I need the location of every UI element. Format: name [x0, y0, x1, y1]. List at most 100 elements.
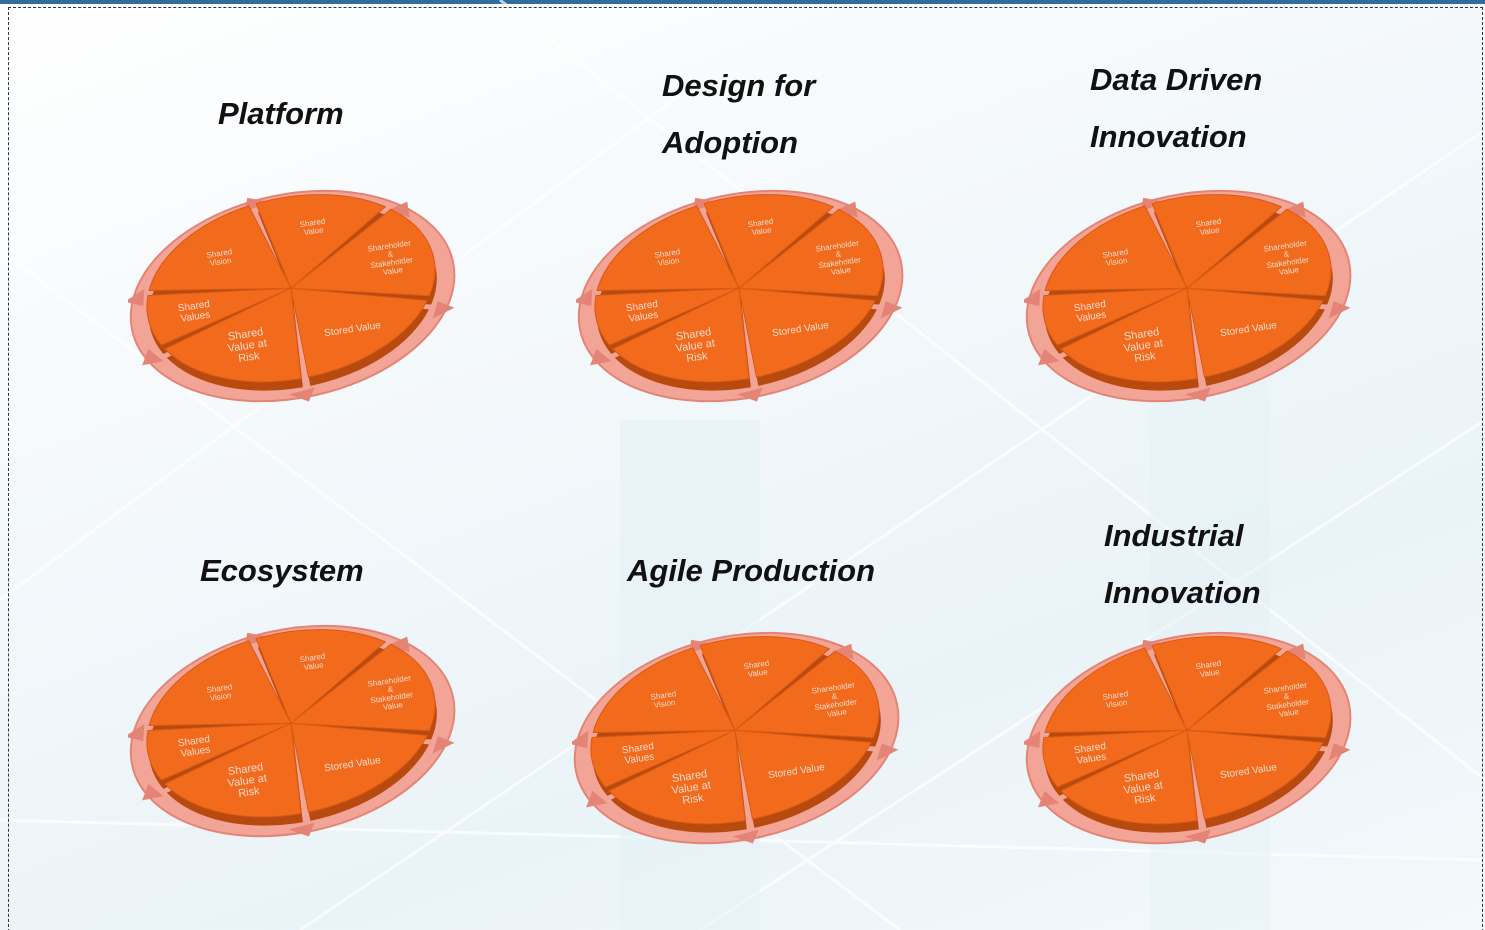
wheel-graphic: SharedVisionSharedValueShareholder&Stake… [576, 189, 904, 403]
segment-label: SharedValue [299, 652, 327, 673]
segment-shared-value [699, 636, 831, 732]
segment-label: SharedVision [1102, 689, 1130, 710]
ring-arrow-icon [1038, 790, 1060, 808]
segment-label: SharedValue atRisk [1121, 326, 1165, 367]
segment-label: SharedValue atRisk [225, 761, 269, 802]
ring-arrow-icon [142, 348, 164, 366]
diagram-title-industrial-innovation: Industrial Innovation [1104, 518, 1261, 610]
segment-shareholder-stakeholder-value [1185, 650, 1332, 739]
segment-shared-value-at-risk [608, 729, 746, 825]
ring-arrow-icon [590, 348, 612, 366]
segment-shareholder-stakeholder-value [289, 208, 436, 297]
segment-stored-value [290, 287, 428, 378]
segment-stored-value [734, 729, 872, 820]
ring-arrow-icon [1328, 301, 1351, 319]
segment-label: SharedValue atRisk [669, 768, 713, 809]
segment-shared-values [594, 287, 740, 346]
segment-label: SharedValue atRisk [225, 326, 269, 367]
ring-arrow-icon [732, 829, 759, 844]
ring-arrow-icon [288, 822, 315, 837]
ring-arrow-icon [128, 288, 145, 307]
top-accent-bar [0, 0, 1485, 4]
wheel-graphic: SharedVision SharedValueShareholder&Stake… [1024, 631, 1352, 845]
segment-shared-value-at-risk [612, 287, 750, 383]
wheel-graphic: SharedVisionSharedValueShareholder&Stake… [1024, 189, 1352, 403]
dashed-frame [8, 7, 1483, 930]
segment-shared-value [255, 194, 387, 290]
segment-label: SharedValues [1073, 299, 1108, 325]
segment-label: SharedValue [1195, 217, 1223, 238]
segment-label: SharedValues [1073, 741, 1108, 767]
ring-arrow-icon [586, 790, 608, 808]
segment-shared-value-at-risk [1060, 287, 1198, 383]
segment-stored-value [290, 722, 428, 813]
segment-shared-vision [148, 640, 292, 727]
segment-shared-value-at-risk [1060, 729, 1198, 825]
segment-shared-values [1042, 287, 1188, 346]
ring-arrow-icon [1328, 743, 1351, 761]
ring-arrow-icon [387, 201, 410, 218]
segment-label: SharedVision [1102, 247, 1130, 268]
ring-arrow-icon [1283, 201, 1306, 218]
wheel-graphic: SharedVisionSharedValueShareholder&Stake… [128, 624, 456, 838]
ring-arrow-icon [831, 643, 854, 660]
ring-arrow-icon [432, 736, 455, 754]
ring-arrow-icon [1283, 643, 1306, 660]
ring-arrow-icon [1024, 730, 1041, 749]
segment-shared-value-at-risk [164, 287, 302, 383]
diagram-title-agile-production: Agile Production [627, 553, 875, 588]
segment-stored-value [1186, 729, 1324, 820]
segment-label: SharedValue [299, 217, 327, 238]
segment-label: SharedVision [650, 689, 678, 710]
segment-shared-values [1042, 729, 1188, 788]
wheel-graphic: SharedVisionSharedValueShareholder&Stake… [128, 189, 456, 403]
segment-label: SharedValue [1195, 659, 1223, 680]
segment-shared-values [146, 287, 292, 346]
ring-arrow-icon [142, 783, 164, 801]
diagram-title-data-driven-innovation: Data Driven Innovation [1090, 62, 1263, 154]
segment-shared-vision [592, 647, 736, 734]
segment-shareholder-stakeholder-value [733, 650, 880, 739]
ring-arrow-icon [736, 387, 763, 402]
segment-shared-value [1151, 194, 1283, 290]
ring-arrow-icon [1184, 829, 1211, 844]
segment-shared-value [1151, 636, 1283, 732]
ring-arrow-icon [387, 636, 410, 653]
wheel-graphic: SharedVisionSharedValueShareholder&Stake… [572, 631, 900, 845]
diagram-title-platform: Platform [218, 96, 344, 131]
segment-label: SharedValues [177, 734, 212, 760]
segment-label: SharedValue [747, 217, 775, 238]
ring-arrow-icon [128, 723, 145, 742]
segment-shareholder-stakeholder-value [289, 643, 436, 732]
segment-shared-vision [148, 205, 292, 292]
segment-label: SharedValues [177, 299, 212, 325]
segment-shared-values [590, 729, 736, 788]
ring-arrow-icon [572, 730, 589, 749]
segment-shareholder-stakeholder-value [1185, 208, 1332, 297]
segment-label: Shareholder&StakeholderValue [1263, 680, 1311, 720]
segment-label: SharedValue [743, 659, 771, 680]
segment-label: SharedValues [625, 299, 660, 325]
ring-arrow-icon [1038, 348, 1060, 366]
segment-shared-vision [1044, 647, 1188, 734]
ring-arrow-icon [432, 301, 455, 319]
segment-shareholder-stakeholder-value [737, 208, 884, 297]
diagram-title-ecosystem: Ecosystem [200, 553, 364, 588]
ring-arrow-icon [876, 743, 899, 761]
segment-shared-value [703, 194, 835, 290]
ring-arrow-icon [576, 288, 593, 307]
ring-arrow-icon [835, 201, 858, 218]
segment-label: SharedVision [206, 682, 234, 703]
ring-arrow-icon [880, 301, 903, 319]
segment-label: SharedValue atRisk [1121, 768, 1165, 809]
ring-arrow-icon [1184, 387, 1211, 402]
diagram-title-design-for-adoption: Design for Adoption [662, 68, 816, 160]
segment-label: SharedValues [621, 741, 656, 767]
segment-shared-values [146, 722, 292, 781]
segment-shared-vision [596, 205, 740, 292]
